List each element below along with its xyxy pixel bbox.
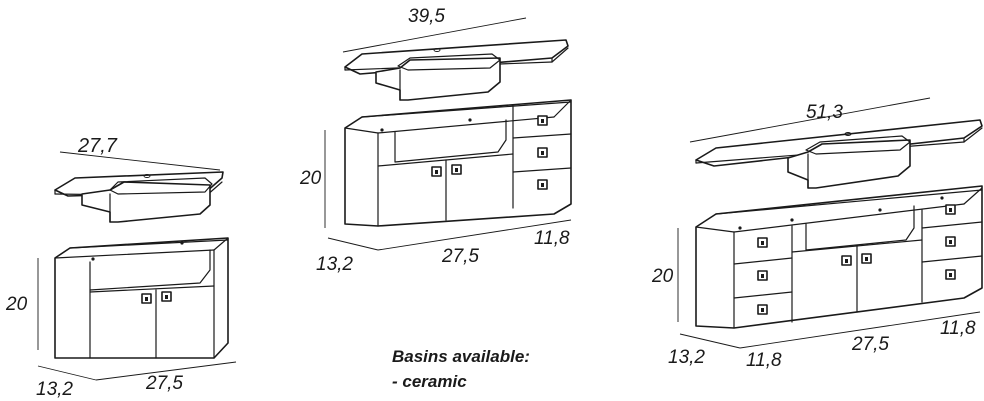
middle-side-width-label: 11,8: [534, 228, 570, 249]
right-top-width-label: 51,3: [806, 102, 843, 123]
right-cabinet: [695, 185, 983, 329]
middle-depth-label: 13,2: [316, 254, 353, 275]
right-countertop: [695, 119, 983, 189]
left-unit: 27,7 20: [5, 135, 237, 400]
middle-height-label: 20: [299, 168, 322, 189]
middle-width-label: 27,5: [441, 246, 479, 267]
right-side-width-left-label: 11,8: [746, 350, 782, 371]
left-top-dimension-line: [59, 151, 221, 171]
right-side-width-right-label: 11,8: [940, 318, 976, 339]
right-depth-label: 13,2: [668, 347, 705, 368]
right-depth-dimension-line: [679, 333, 741, 349]
basins-note: Basins available: - ceramic: [392, 347, 530, 391]
left-height-label: 20: [5, 294, 28, 315]
left-countertop: [54, 171, 224, 223]
middle-cabinet: [344, 99, 572, 227]
basins-note-item: - ceramic: [392, 372, 467, 391]
right-height-label: 20: [651, 266, 674, 287]
middle-unit: 39,5 20: [299, 6, 572, 275]
left-cabinet: [54, 237, 229, 359]
right-basin: [787, 139, 911, 189]
right-top-dimension-line: [689, 97, 931, 143]
middle-top-width-label: 39,5: [408, 6, 445, 27]
middle-top-dimension-line: [342, 17, 527, 53]
middle-countertop: [344, 39, 569, 101]
left-depth-label: 13,2: [36, 379, 73, 400]
left-width-label: 27,5: [145, 373, 183, 394]
left-width-dimension-line: [95, 361, 237, 381]
right-width-label: 27,5: [851, 334, 889, 355]
middle-depth-dimension-line: [327, 237, 379, 251]
right-unit: 51,3 20: [651, 97, 983, 371]
right-width-dimension-line: [739, 311, 981, 349]
middle-width-dimension-line: [377, 219, 572, 251]
left-depth-dimension-line: [37, 365, 97, 381]
basins-note-title: Basins available:: [392, 347, 530, 366]
left-top-width-label: 27,7: [77, 135, 118, 157]
